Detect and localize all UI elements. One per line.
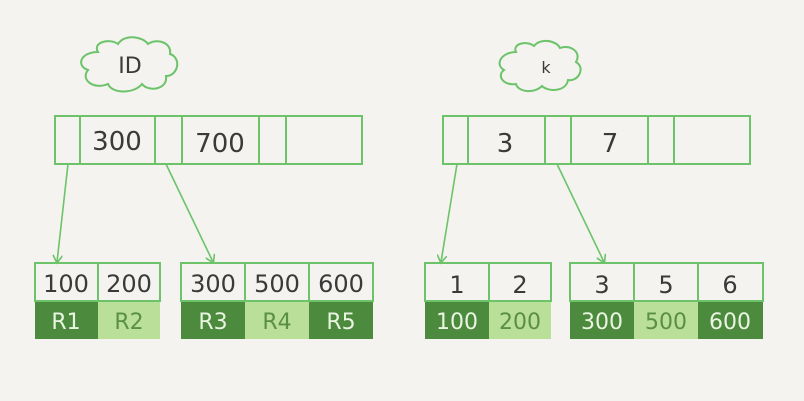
root-key: 7 (602, 129, 619, 159)
row-value: R4 (262, 310, 291, 335)
leaf-key: 600 (318, 270, 364, 298)
row-value: 500 (645, 310, 687, 335)
row-cell-dark (570, 302, 634, 339)
root-key: 300 (92, 127, 142, 157)
index-label-cloud-k: k (498, 40, 582, 92)
leaf-key: 500 (254, 270, 300, 298)
index-label-cloud-id: ID (80, 36, 179, 93)
pointer-arrow (165, 163, 213, 262)
leaf-node-id-1: 100 200 R1 R2 (34, 262, 161, 339)
row-cell-light (489, 302, 551, 339)
row-cell-dark (181, 302, 245, 339)
row-cell-light (634, 302, 698, 339)
row-cell-dark (698, 302, 763, 339)
row-value: R5 (326, 310, 355, 335)
leaf-key: 300 (190, 270, 236, 298)
leaf-node-k-1: 1 2 100 200 (424, 262, 552, 339)
tree-k: k 3 7 1 2 100 200 (424, 40, 764, 339)
root-node-id: 300 700 (54, 115, 363, 165)
row-cell-light (98, 302, 160, 339)
leaf-key: 6 (722, 271, 737, 299)
row-value: 200 (499, 310, 541, 335)
leaf-node-k-2: 3 5 6 300 500 600 (569, 262, 764, 339)
tree-id: ID 300 700 100 200 R1 R2 (34, 36, 374, 339)
root-key: 700 (195, 129, 245, 159)
row-value: 300 (581, 310, 623, 335)
leaf-key: 100 (43, 270, 89, 298)
row-value: R3 (198, 310, 227, 335)
leaf-key: 3 (594, 271, 609, 299)
row-cell-dark (425, 302, 489, 339)
leaf-node-id-2: 300 500 600 R3 R4 R5 (180, 262, 374, 339)
leaf-key: 1 (449, 271, 464, 299)
index-label-k: k (541, 58, 551, 77)
leaf-key: 5 (658, 271, 673, 299)
row-cell-dark (35, 302, 98, 339)
row-value: R1 (51, 310, 80, 335)
row-cell-light (245, 302, 309, 339)
row-cell-dark (309, 302, 373, 339)
pointer-arrow (57, 163, 69, 262)
row-value: R2 (114, 310, 143, 335)
leaf-key: 2 (512, 271, 527, 299)
leaf-key: 200 (106, 270, 152, 298)
pointer-arrow (556, 163, 604, 262)
root-node-k: 3 7 (442, 115, 751, 165)
row-value: 100 (436, 310, 478, 335)
root-key: 3 (497, 129, 514, 159)
row-value: 600 (709, 310, 751, 335)
pointer-arrow (441, 163, 458, 262)
index-label-id: ID (118, 54, 141, 79)
